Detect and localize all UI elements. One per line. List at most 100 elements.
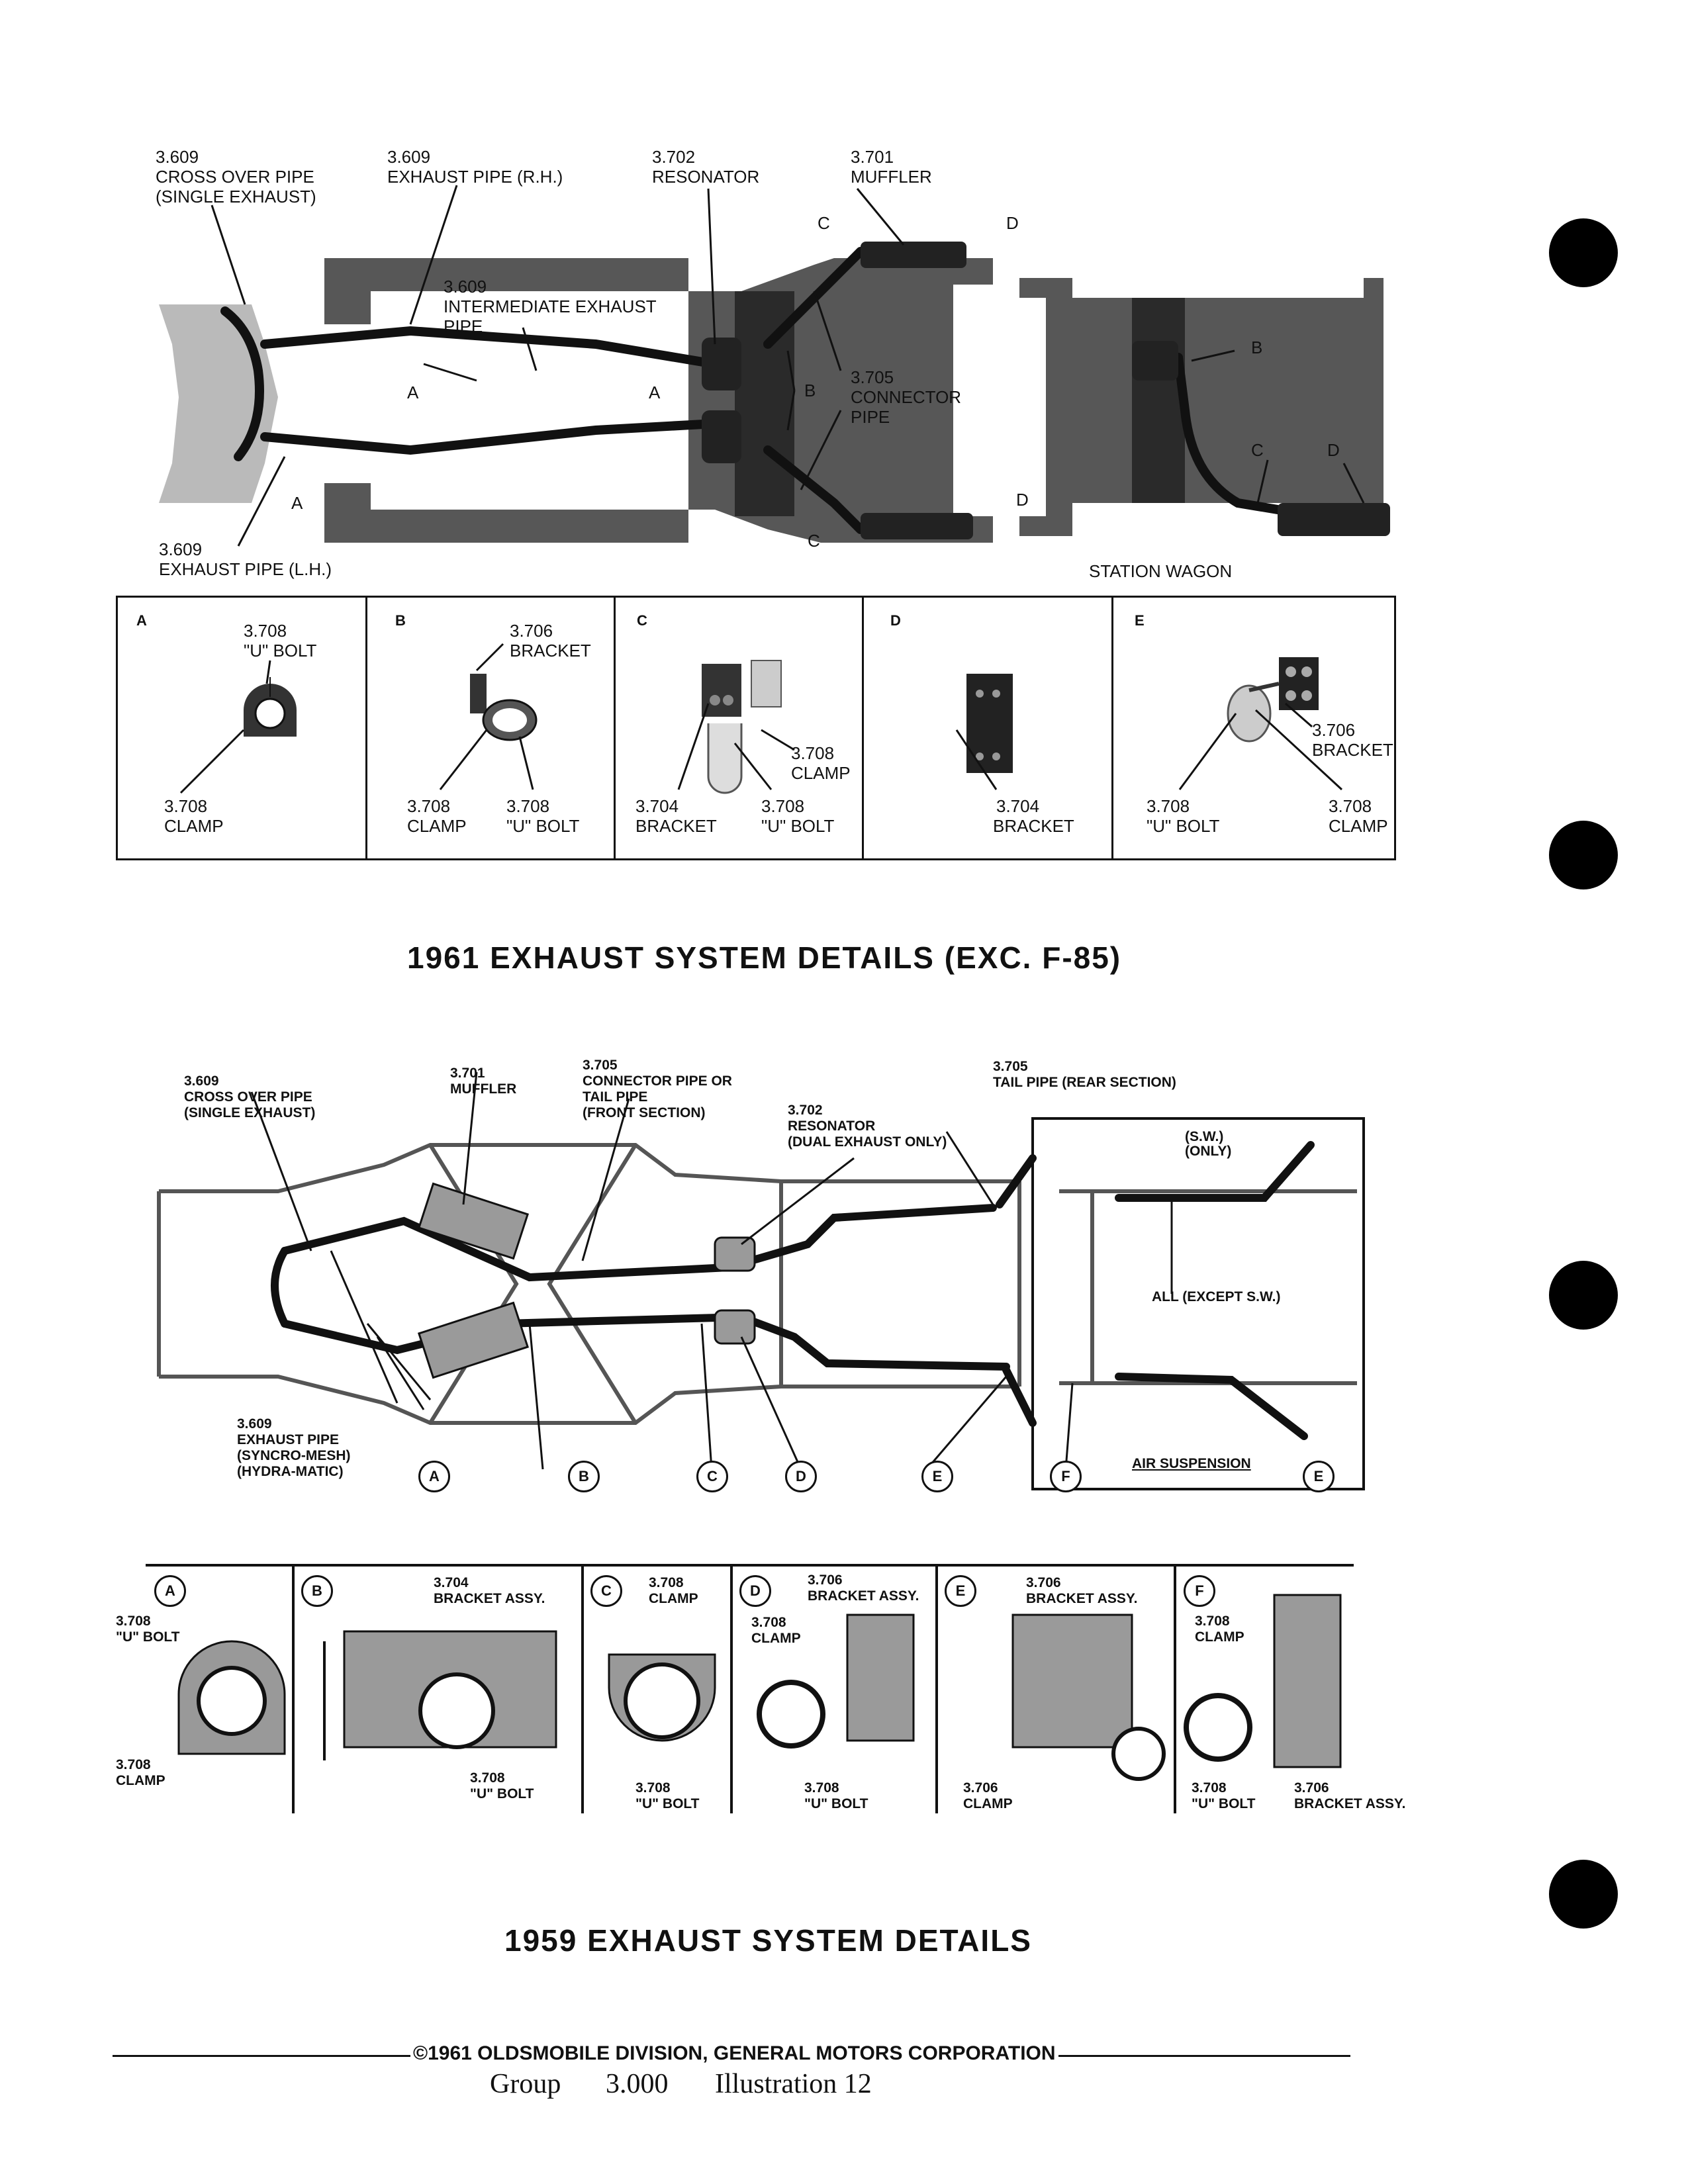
- detail-f-t1: 3.708: [1195, 1614, 1230, 1629]
- letter-c: C: [808, 531, 820, 551]
- label-resonator-num: 3.702: [652, 147, 696, 167]
- panel-bl-text: CLAMP: [164, 816, 224, 836]
- letter-b: B: [804, 381, 816, 400]
- detail-e-b1: 3.706: [963, 1780, 998, 1796]
- detail-b-b1: 3.708: [470, 1770, 505, 1786]
- letter-a: A: [291, 493, 303, 513]
- label-muffler-num: 3.701: [851, 147, 894, 167]
- detail-f-b2: "U" BOLT: [1192, 1796, 1256, 1811]
- detail-b-t1: 3.704: [434, 1575, 469, 1590]
- detail-f-b3: 3.706: [1294, 1780, 1329, 1796]
- callout-f: F: [1050, 1461, 1082, 1492]
- label-resonator-l1: RESONATOR: [652, 167, 760, 187]
- panel-bl-num: 3.708: [407, 796, 451, 816]
- detail-c-b2: "U" BOLT: [635, 1796, 700, 1811]
- detail-d-b1: 3.708: [804, 1780, 839, 1796]
- detail-panel-b: B 3.706 BRACKET 3.708 CLAMP 3.708 "U" BO…: [365, 596, 616, 860]
- footer-illustration: Illustration 12: [715, 2069, 872, 2099]
- mid-sw-l2: (ONLY): [1185, 1144, 1232, 1159]
- label-crossover-l1: CROSS OVER PIPE: [156, 167, 314, 187]
- mid-crossover-num: 3.609: [184, 1073, 219, 1089]
- panel-br-text: "U" BOLT: [506, 816, 580, 836]
- callout-d: D: [785, 1461, 817, 1492]
- panel-letter: E: [1135, 612, 1145, 629]
- panel-top-num: 3.708: [244, 621, 287, 641]
- mid-crossover-l2: (SINGLE EXHAUST): [184, 1105, 316, 1120]
- label-inter-l1: INTERMEDIATE EXHAUST: [444, 296, 657, 316]
- leader-lines: [955, 729, 998, 790]
- punch-hole: [1549, 218, 1618, 287]
- detail-panel-a: A 3.708 "U" BOLT 3.708 CLAMP: [116, 596, 367, 860]
- callout-e: E: [1303, 1461, 1335, 1492]
- label-rh-l1: EXHAUST PIPE (R.H.): [387, 167, 563, 187]
- mid-resonator-num: 3.702: [788, 1103, 823, 1118]
- detail-b-t2: BRACKET ASSY.: [434, 1591, 545, 1606]
- mid-sw-l1: (S.W.): [1185, 1129, 1224, 1144]
- bracket-clamp-icon: [470, 674, 538, 741]
- mid-muffler-l1: MUFFLER: [450, 1081, 517, 1097]
- panel-top-text: BRACKET: [510, 641, 591, 660]
- label-connector-num: 3.705: [851, 367, 894, 387]
- label-crossover-l2: (SINGLE EXHAUST): [156, 187, 316, 206]
- panel-br-num: 3.708: [761, 796, 805, 816]
- detail-panel-e: E 3.706 BRACKET 3.708 "U" BOLT 3.708 CLA…: [1111, 596, 1396, 860]
- detail-strip-frame: [146, 1564, 1354, 1813]
- footer-group-number: 3.000: [606, 2069, 669, 2099]
- mid-exhaust-l1: EXHAUST PIPE: [237, 1432, 340, 1447]
- callout-b: B: [568, 1461, 600, 1492]
- label-crossover-num: 3.609: [156, 147, 199, 167]
- detail-c-b1: 3.708: [635, 1780, 671, 1796]
- panel-bl-num: 3.708: [1147, 796, 1190, 816]
- detail-e-t1: 3.706: [1026, 1575, 1061, 1590]
- mid-resonator-l1: RESONATOR: [788, 1118, 876, 1134]
- mid-tail-l1: TAIL PIPE (REAR SECTION): [993, 1075, 1176, 1090]
- detail-b-b2: "U" BOLT: [470, 1786, 534, 1801]
- footer-group-label: Group: [490, 2069, 561, 2099]
- mid-connector-num: 3.705: [583, 1058, 618, 1073]
- detail-f-b1: 3.708: [1192, 1780, 1227, 1796]
- detail-letter-a: A: [154, 1575, 186, 1607]
- panel-br-text: CLAMP: [1329, 816, 1388, 836]
- letter-c: C: [1251, 440, 1264, 460]
- mid-resonator-l2: (DUAL EXHAUST ONLY): [788, 1134, 947, 1150]
- panel-br-num: 3.708: [1329, 796, 1372, 816]
- panel-br-text: "U" BOLT: [761, 816, 835, 836]
- mid-exhaust-l2: (SYNCRO-MESH): [237, 1448, 351, 1463]
- callout-c: C: [696, 1461, 728, 1492]
- detail-f-t2: CLAMP: [1195, 1629, 1244, 1645]
- mid-air-suspension: AIR SUSPENSION: [1132, 1456, 1251, 1471]
- panel-letter: B: [395, 612, 406, 629]
- label-inter-num: 3.609: [444, 277, 487, 296]
- label-connector-l2: PIPE: [851, 407, 890, 427]
- detail-f-b4: BRACKET ASSY.: [1294, 1796, 1406, 1811]
- detail-panel-d: D 3.704 BRACKET: [862, 596, 1113, 860]
- detail-letter-d: D: [739, 1575, 771, 1607]
- detail-d-b2: "U" BOLT: [804, 1796, 868, 1811]
- detail-a-b2: CLAMP: [116, 1773, 165, 1788]
- punch-hole: [1549, 1860, 1618, 1929]
- leader-lines: [439, 643, 534, 790]
- mid-tail-num: 3.705: [993, 1059, 1028, 1074]
- panel-top-num: 3.708: [791, 743, 835, 763]
- detail-e-t2: BRACKET ASSY.: [1026, 1591, 1138, 1606]
- panel-bl-text: "U" BOLT: [1147, 816, 1220, 836]
- panel-letter: D: [890, 612, 901, 629]
- detail-d-t1: 3.706: [808, 1572, 843, 1588]
- detail-letter-f: F: [1184, 1575, 1215, 1607]
- section-heading-1961: 1961 EXHAUST SYSTEM DETAILS (EXC. F-85): [407, 940, 1122, 975]
- mid-connector-l3: (FRONT SECTION): [583, 1105, 706, 1120]
- u-bolt-clamp-icon: [244, 677, 297, 737]
- bracket-clamp-bolt-icon: [1227, 657, 1319, 743]
- panel-bl-text: BRACKET: [993, 816, 1074, 836]
- panel-bl-num: 3.708: [164, 796, 208, 816]
- label-rh-num: 3.609: [387, 147, 431, 167]
- detail-c-t2: CLAMP: [649, 1591, 698, 1606]
- label-lh-num: 3.609: [159, 539, 203, 559]
- detail-letter-e: E: [945, 1575, 976, 1607]
- letter-d: D: [1006, 213, 1019, 233]
- label-connector-l1: CONNECTOR: [851, 387, 962, 407]
- label-station-wagon: STATION WAGON: [1089, 561, 1233, 581]
- leader-lines: [1178, 702, 1343, 791]
- letter-c: C: [818, 213, 830, 233]
- panel-bl-num: 3.704: [635, 796, 679, 816]
